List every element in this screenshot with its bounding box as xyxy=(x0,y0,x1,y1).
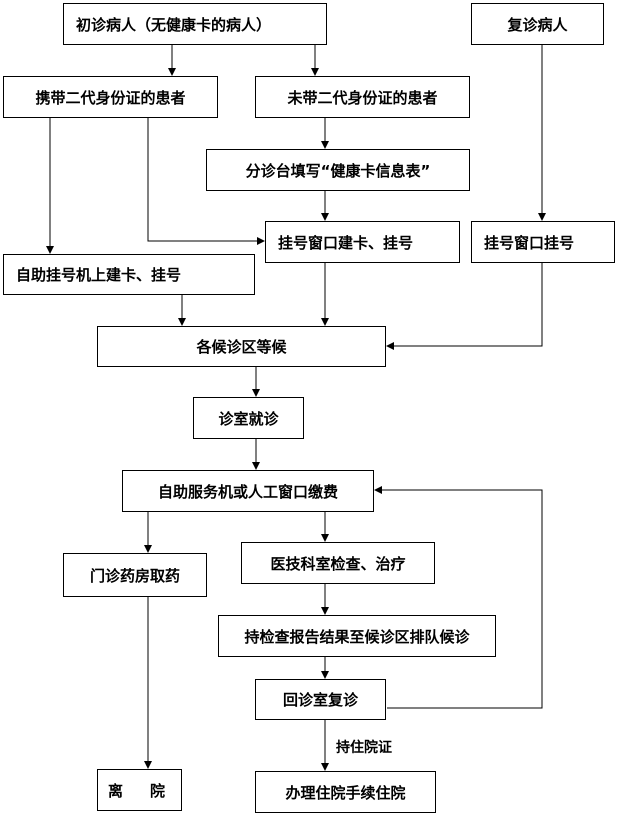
edge-label-admission: 持住院证 xyxy=(336,740,392,756)
node-window-card: 挂号窗口建卡、挂号 xyxy=(265,221,460,263)
node-consult: 诊室就诊 xyxy=(193,397,304,439)
node-return-visit: 复诊病人 xyxy=(471,3,604,45)
node-self-service: 自助挂号机上建卡、挂号 xyxy=(3,254,255,295)
node-admission: 办理住院手续住院 xyxy=(255,771,436,813)
node-without-id: 未带二代身份证的患者 xyxy=(255,76,470,118)
node-with-id: 携带二代身份证的患者 xyxy=(3,76,218,118)
node-fill-form: 分诊台填写“健康卡信息表” xyxy=(206,149,470,191)
node-wait: 各候诊区等候 xyxy=(97,326,386,367)
node-revisit: 回诊室复诊 xyxy=(255,679,386,720)
arrow-revisit-to-pay xyxy=(374,486,543,709)
node-pharmacy: 门诊药房取药 xyxy=(63,553,207,597)
node-report-queue: 持检查报告结果至候诊区排队候诊 xyxy=(218,615,496,657)
node-first-visit: 初诊病人（无健康卡的病人） xyxy=(63,3,327,45)
arrow-register-to-wait xyxy=(386,263,543,350)
node-leave: 离 院 xyxy=(97,769,182,811)
arrow-withid-to-window xyxy=(147,118,265,245)
node-pay: 自助服务机或人工窗口缴费 xyxy=(122,470,374,512)
node-window-register: 挂号窗口挂号 xyxy=(471,221,615,263)
node-exam: 医技科室检查、治疗 xyxy=(241,542,435,584)
